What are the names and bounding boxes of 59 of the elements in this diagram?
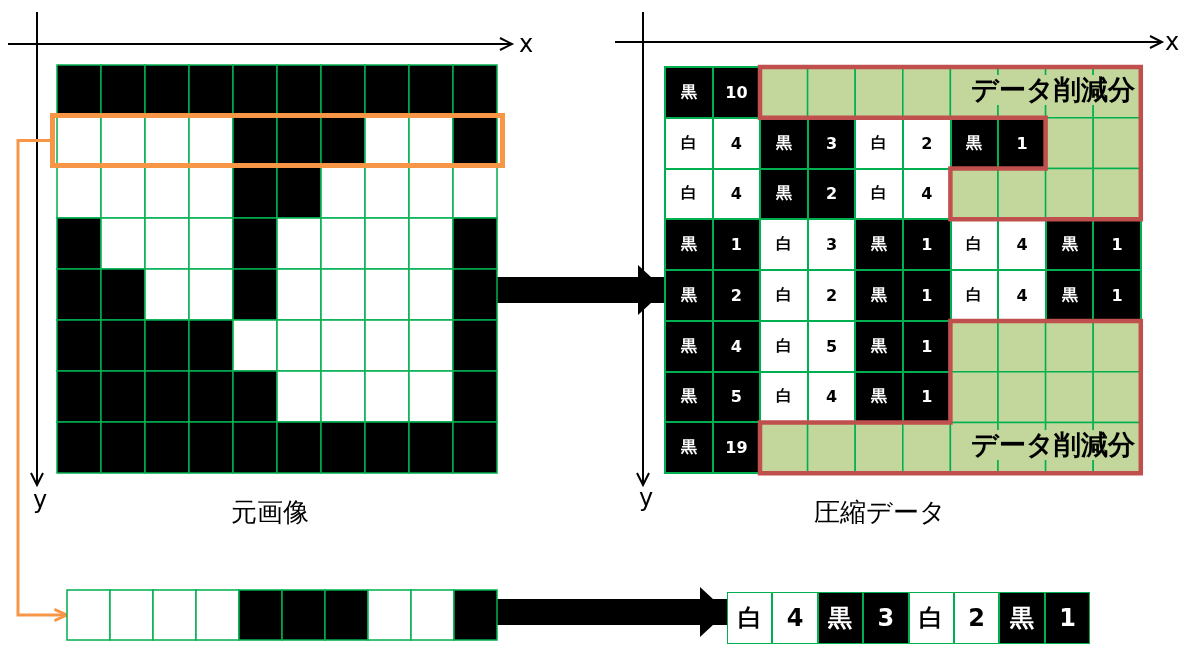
table-cell: 黒: [665, 270, 713, 321]
table-cell: 1: [712, 219, 761, 270]
table-cell: 黒: [665, 371, 713, 423]
table-cell: 黒: [665, 422, 713, 473]
table-cell: 2: [807, 270, 856, 321]
highlight-frame: [50, 113, 505, 168]
table-cell: 黒: [1045, 270, 1094, 321]
table-cell: 2: [954, 592, 1000, 644]
table-cell: 1: [903, 270, 951, 321]
axis-label: x: [518, 31, 534, 57]
table-cell: 1: [903, 371, 951, 423]
table-cell: 白: [665, 168, 713, 220]
table-cell: 4: [807, 371, 856, 423]
table-cell: 4: [998, 270, 1046, 321]
table-cell: 黒: [855, 270, 903, 321]
table-cell: 黒: [855, 219, 903, 270]
axis-label: y: [32, 487, 48, 513]
table-cell: 4: [772, 592, 818, 644]
axis-label: y: [638, 485, 654, 511]
table-cell: 黒: [999, 592, 1045, 644]
table-cell: 黒: [855, 371, 903, 423]
table-cell: 4: [712, 320, 761, 372]
table-cell: 白: [760, 270, 808, 321]
table-cell: 19: [712, 422, 761, 473]
block-arrow: [497, 265, 665, 315]
table-cell: 白: [760, 219, 808, 270]
table-cell: 4: [712, 117, 761, 169]
table-cell: 白: [727, 592, 773, 644]
table-cell: 白: [760, 371, 808, 423]
table-cell: 白: [665, 117, 713, 169]
table-cell: 黒: [760, 117, 808, 169]
table-cell: 白: [950, 270, 999, 321]
table-cell: 10: [712, 67, 761, 118]
table-cell: 2: [712, 270, 761, 321]
table-cell: 黒: [855, 320, 903, 372]
table-cell: 黒: [665, 219, 713, 270]
table-cell: 1: [903, 320, 951, 372]
table-cell: 1: [1093, 270, 1141, 321]
table-cell: 黒: [760, 168, 808, 220]
block-arrow: [497, 587, 727, 637]
table-cell: 3: [807, 219, 856, 270]
table-cell: 白: [908, 592, 954, 644]
axis-label: x: [1164, 29, 1179, 55]
region-label: データ削減分: [971, 75, 1135, 105]
table-cell: 黒: [665, 320, 713, 372]
node-label: 元画像: [231, 495, 309, 529]
table-cell: 3: [863, 592, 909, 644]
node-label: 圧縮データ: [814, 495, 946, 529]
table-cell: 3: [807, 117, 856, 169]
table-cell: 2: [807, 168, 856, 220]
table-cell: 1: [903, 219, 951, 270]
table-cell: 1: [1044, 592, 1091, 644]
table-cell: 4: [712, 168, 761, 220]
region-label: データ削減分: [971, 430, 1135, 461]
table-cell: 白: [855, 117, 903, 169]
table-cell: 5: [712, 371, 761, 423]
table-cell: 2: [903, 117, 951, 169]
table-cell: 黒: [817, 592, 864, 644]
table-cell: 黒: [665, 67, 713, 118]
